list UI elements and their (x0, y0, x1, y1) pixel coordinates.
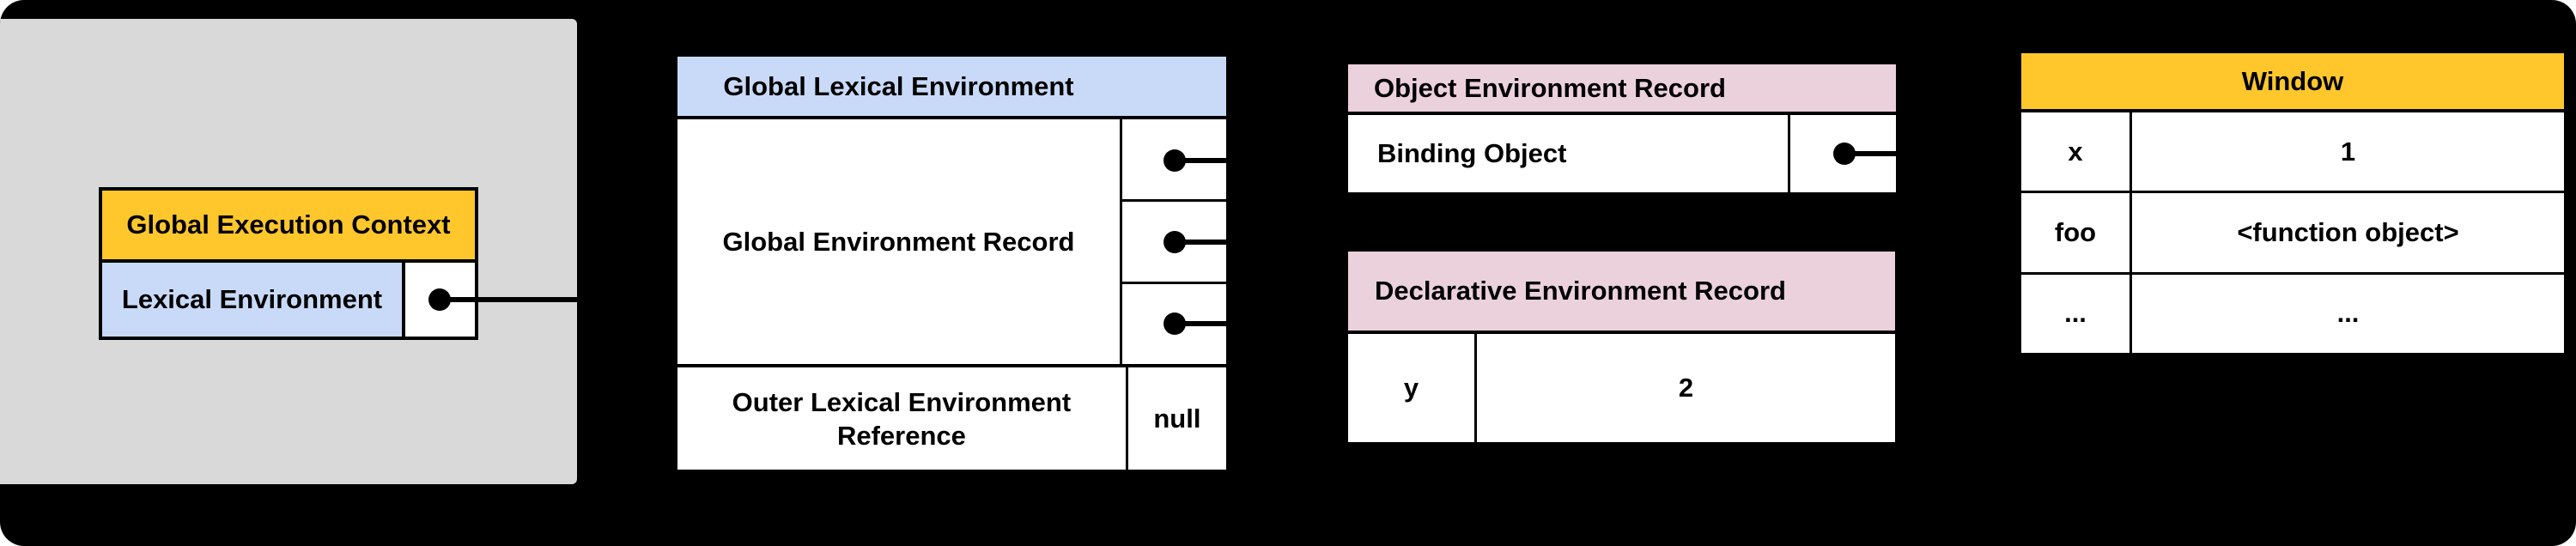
pointer-line-lexical-to-gle (440, 297, 674, 302)
table-row: ... ... (2021, 271, 2564, 353)
global-lexical-environment-table: Global Lexical Environment Global Enviro… (674, 53, 1230, 473)
property-value-cell: <function object> (2237, 216, 2459, 247)
binding-object-label: Binding Object (1377, 138, 1567, 168)
binding-object-row: Binding Object (1348, 115, 1896, 192)
pointer-line-record-3 (1175, 321, 1345, 326)
object-environment-record-table: Object Environment Record Binding Object (1345, 61, 1899, 196)
declarative-environment-record-table: Declarative Environment Record y 2 (1345, 248, 1899, 446)
property-name-cell: ... (2021, 274, 2132, 353)
global-lexical-environment-header: Global Lexical Environment (677, 57, 1226, 119)
pointer-line-record-2 (1175, 240, 1345, 245)
global-execution-context-header: Global Execution Context (102, 191, 475, 263)
pointer-dot-icon (1163, 312, 1186, 335)
table-row: y 2 (1348, 334, 1895, 442)
global-environment-record-label: Global Environment Record (722, 226, 1075, 257)
table-row: foo <function object> (2021, 191, 2564, 272)
pointer-line-binding-to-window (1844, 151, 2018, 156)
lexical-environment-row: Lexical Environment (102, 263, 475, 337)
property-name-cell: x (2021, 112, 2132, 191)
global-execution-context-table: Global Execution Context Lexical Environ… (99, 187, 478, 340)
variable-value-cell: 2 (1678, 373, 1694, 403)
property-value-cell: ... (2336, 298, 2360, 329)
property-value-cell: 1 (2340, 136, 2356, 167)
declarative-environment-record-header: Declarative Environment Record (1348, 252, 1895, 334)
window-object-table: Window x 1 foo <function object> ... ... (2018, 50, 2567, 356)
lexical-environment-label: Lexical Environment (102, 263, 402, 337)
window-header: Window (2021, 53, 2564, 112)
object-environment-record-header: Object Environment Record (1348, 64, 1896, 115)
global-environment-record-section: Global Environment Record (677, 119, 1226, 364)
pointer-dot-icon (428, 288, 451, 311)
pointer-line-record-1 (1175, 158, 1345, 163)
pointer-dot-icon (1833, 143, 1856, 165)
pointer-dot-icon (1163, 149, 1186, 172)
pointer-dot-icon (1163, 231, 1186, 253)
table-row: x 1 (2021, 112, 2564, 191)
property-name-cell: foo (2021, 193, 2132, 272)
outer-reference-label: Outer Lexical Environment Reference (732, 386, 1072, 451)
variable-name-cell: y (1348, 334, 1477, 442)
outer-reference-value: null (1125, 367, 1226, 470)
binding-object-pointer-cell (1788, 115, 1896, 192)
outer-reference-row: Outer Lexical Environment Reference null (677, 364, 1226, 470)
